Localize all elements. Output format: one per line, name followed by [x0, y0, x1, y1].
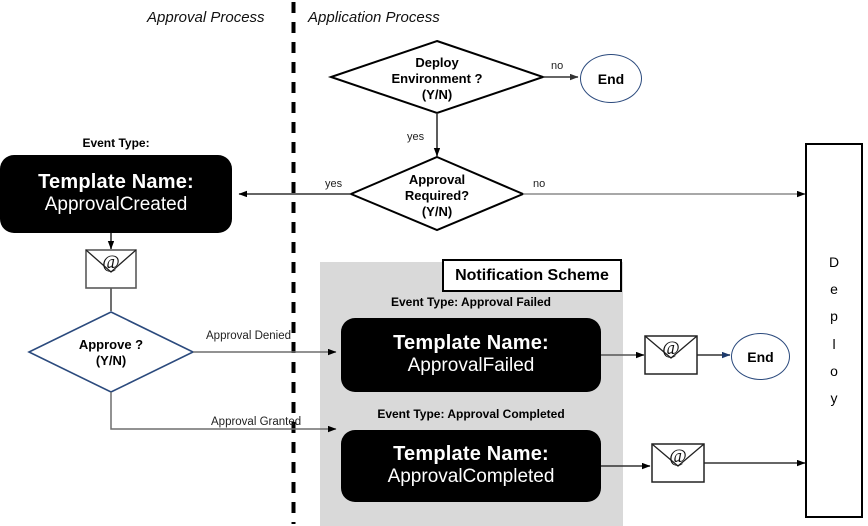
terminator-end-failed[interactable]: End: [731, 333, 790, 380]
event-type-label-approval-created: Event Type:: [82, 136, 150, 150]
decision-approve-line2: (Y/N): [95, 352, 127, 368]
notification-scheme-heading-label: Notification Scheme: [455, 266, 609, 284]
template-box-approval-failed[interactable]: Template Name: ApprovalFailed: [341, 318, 601, 392]
event-type-label-approval-completed: Event Type: Approval Completed: [377, 407, 565, 421]
decision-approval-required-line1: Approval: [408, 172, 466, 187]
terminator-end-failed-label: End: [747, 348, 774, 365]
decision-approval-required-shape: [348, 155, 526, 232]
decision-approval-required-line3: (Y/N): [421, 203, 453, 219]
decision-approve[interactable]: Approve ? (Y/N): [56, 337, 166, 369]
deploy-rail[interactable]: D e p l o y: [805, 143, 863, 518]
template-box-approval-created[interactable]: Template Name: ApprovalCreated: [0, 155, 232, 233]
terminator-end-top[interactable]: End: [580, 54, 642, 103]
template-box-approval-completed[interactable]: Template Name: ApprovalCompleted: [341, 430, 601, 502]
deploy-letter-1: e: [830, 280, 838, 297]
lane-title-approval: Approval Process: [147, 9, 265, 26]
deploy-letter-5: y: [830, 390, 838, 407]
svg-text:@: @: [102, 252, 120, 273]
decision-deploy-environment-line3: (Y/N): [421, 86, 453, 102]
decision-deploy-environment-line1: Deploy: [415, 55, 459, 70]
template-name-approval-failed: ApprovalFailed: [407, 355, 535, 377]
edge-label-approval-denied: Approval Denied: [206, 330, 292, 342]
edge-label-approval-required-yes: yes: [325, 178, 343, 190]
decision-deploy-environment[interactable]: Deploy Environment ? (Y/N): [377, 55, 497, 103]
mail-after-approval-created-icon: @: [85, 249, 137, 289]
deploy-letter-3: l: [832, 335, 836, 352]
decision-approval-required-line2: Required?: [404, 187, 470, 203]
decision-approval-required[interactable]: Approval Required? (Y/N): [382, 172, 492, 220]
svg-text:@: @: [662, 338, 680, 359]
template-title-approval-completed: Template Name:: [393, 443, 549, 466]
template-title-approval-created: Template Name:: [38, 171, 194, 194]
edge-approval-granted: [110, 392, 337, 433]
mail-after-approval-completed-icon: @: [651, 443, 705, 483]
mail-after-approval-failed-icon: @: [644, 335, 698, 375]
edge-label-approval-granted: Approval Granted: [211, 416, 302, 428]
decision-approve-line1: Approve ?: [78, 337, 144, 352]
edge-label-deploy-no: no: [551, 60, 564, 72]
edge-label-approval-required-no: no: [533, 178, 546, 190]
template-name-approval-completed: ApprovalCompleted: [387, 466, 555, 488]
svg-text:@: @: [669, 446, 687, 467]
deploy-letter-0: D: [828, 253, 840, 270]
deploy-letter-2: p: [830, 308, 838, 325]
notification-scheme-heading: Notification Scheme: [442, 259, 622, 292]
deploy-rail-letters: D e p l o y: [829, 249, 839, 413]
terminator-end-top-label: End: [597, 70, 625, 87]
edge-label-deploy-yes: yes: [407, 131, 425, 143]
decision-deploy-environment-line2: Environment ?: [391, 70, 483, 86]
deploy-letter-4: o: [830, 362, 838, 379]
template-name-approval-created: ApprovalCreated: [44, 194, 188, 216]
event-type-label-approval-failed: Event Type: Approval Failed: [390, 295, 552, 309]
lane-title-application: Application Process: [308, 9, 440, 26]
template-title-approval-failed: Template Name:: [393, 332, 549, 355]
